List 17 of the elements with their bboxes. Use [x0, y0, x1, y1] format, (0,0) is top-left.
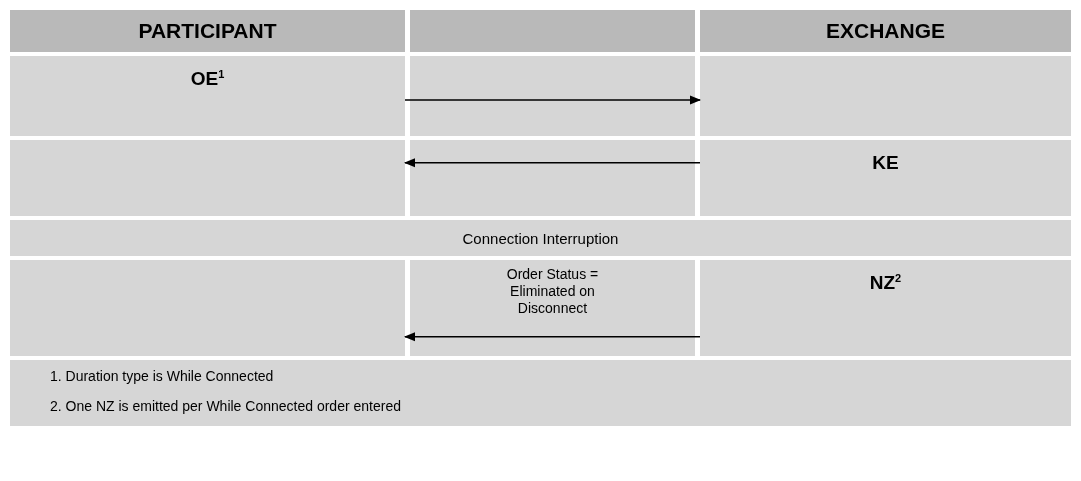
- cell-text: OE$^{1}$: [189, 68, 226, 91]
- cell-text: NZ$^{2}$: [868, 272, 903, 295]
- column-header: PARTICIPANT: [10, 10, 405, 52]
- table-cell: [700, 56, 1071, 136]
- footnote: 1. Duration type is While Connected: [50, 368, 274, 384]
- table-cell: [10, 56, 405, 136]
- arrow: [403, 158, 701, 168]
- footnote: 2. One NZ is emitted per While Connected order entered: [50, 398, 401, 414]
- section-heading: Connection Interruption: [10, 220, 1071, 256]
- cell-text: KE: [871, 152, 900, 174]
- table-cell: [700, 140, 1071, 216]
- column-header: EXCHANGE: [700, 10, 1071, 52]
- arrow: [403, 332, 701, 342]
- arrow: [404, 95, 702, 105]
- table-cell: [10, 260, 405, 356]
- table-cell: [10, 140, 405, 216]
- table-cell: [700, 260, 1071, 356]
